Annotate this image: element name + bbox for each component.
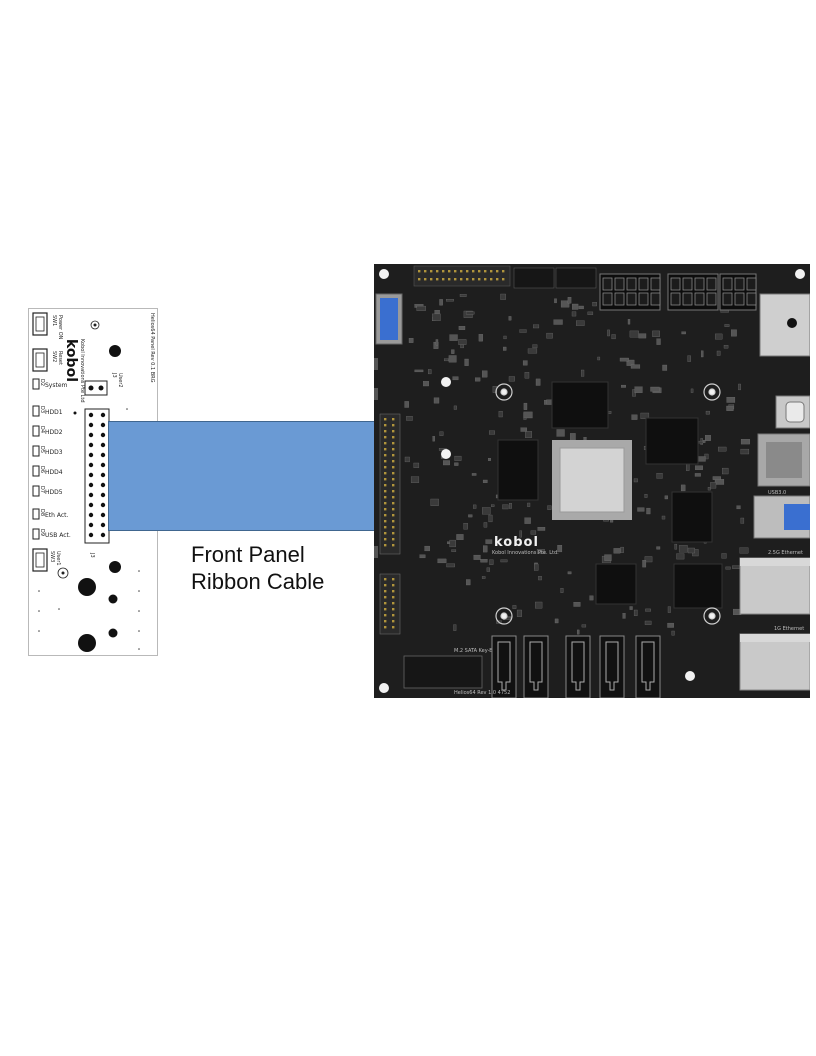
- usb3-port-right: USB3.0: [753, 490, 810, 539]
- main-board-company: Kobol Innovations Pte. Ltd.: [492, 550, 559, 556]
- sata-connectors: [491, 635, 661, 698]
- led-hdd2: D4 HDD2: [32, 425, 63, 437]
- led-hdd4: D6 HDD4: [32, 465, 63, 477]
- led-label-eth-act: Eth Act.: [45, 512, 69, 519]
- front-panel-artwork: SW1 Power ON SW2 Reset kobol Kobol Innov…: [32, 312, 155, 652]
- svg-text:D3: D3: [39, 406, 45, 413]
- soc-chip: [552, 440, 632, 520]
- mounting-hole: [109, 345, 121, 357]
- led-label-hdd2: HDD2: [45, 429, 63, 436]
- led-usb-act: D9 USB Act.: [32, 528, 71, 540]
- svg-text:1G Ethernet: 1G Ethernet: [774, 626, 804, 632]
- ethernet-2-5g-port: 2.5G Ethernet: [739, 550, 810, 615]
- dc-power-jack: [759, 293, 810, 357]
- cable-label-line-1: Front Panel: [191, 542, 305, 567]
- front-panel-header-connector: [379, 413, 401, 555]
- svg-text:D5: D5: [39, 446, 45, 453]
- mounting-hole: [90, 320, 100, 330]
- led-label-system: System: [45, 382, 68, 389]
- ribbon-cable-label: Front Panel Ribbon Cable: [191, 541, 381, 595]
- led-hdd3: D5 HDD3: [32, 445, 63, 457]
- reset-label: Reset: [57, 351, 63, 365]
- svg-text:User1: User1: [55, 551, 61, 566]
- top-pin-header: [413, 265, 511, 287]
- front-panel-revision: Helios64 Panel Rev 0.1 BRG: [149, 313, 155, 383]
- power-on-switch: [32, 312, 48, 336]
- led-label-usb-act: USB Act.: [45, 532, 71, 539]
- led-eth-act: D8 Eth Act.: [32, 508, 69, 520]
- usb3-port-top: [375, 293, 403, 345]
- mounting-hole: [441, 449, 451, 459]
- usb-c-port: [775, 395, 810, 429]
- cable-label-line-2: Ribbon Cable: [191, 569, 325, 594]
- mounting-hole: [441, 377, 451, 387]
- ethernet-1g-port: 1G Ethernet: [739, 626, 810, 691]
- front-panel-header: [84, 408, 110, 544]
- led-label-hdd5: HDD5: [45, 489, 63, 496]
- svg-text:D9: D9: [39, 529, 45, 536]
- user2-jumper: [84, 380, 108, 396]
- svg-text:2.5G Ethernet: 2.5G Ethernet: [768, 550, 803, 556]
- ram-chip: [497, 439, 539, 501]
- main-board-logo: kobol: [494, 535, 539, 550]
- svg-text:USB3.0: USB3.0: [768, 490, 786, 496]
- lower-left-header: [379, 573, 401, 635]
- main-board: USB3.0 2.5G Ethernet 1G Ethernet: [374, 264, 810, 698]
- user2-label: User2: [117, 373, 123, 388]
- svg-text:D2: D2: [39, 379, 45, 386]
- ram-chip: [645, 417, 699, 465]
- led-hdd5: D7 HDD5: [32, 485, 63, 497]
- power-connectors: [599, 273, 757, 311]
- svg-text:D8: D8: [39, 509, 45, 516]
- svg-text:M.2 SATA Key-B: M.2 SATA Key-B: [454, 648, 493, 654]
- ram-chip: [551, 381, 609, 429]
- ribbon-cable: [108, 421, 380, 531]
- sd-card-slot: [757, 433, 810, 487]
- mounting-hole: [379, 683, 389, 693]
- front-panel-logo: kobol: [63, 339, 79, 382]
- mounting-hole: [109, 561, 121, 573]
- reset-switch: [32, 348, 48, 372]
- svg-text:D7: D7: [39, 486, 45, 493]
- mounting-hole: [57, 567, 69, 579]
- mounting-hole: [685, 671, 695, 681]
- j3-label: J3: [111, 372, 117, 378]
- led-label-hdd4: HDD4: [45, 469, 63, 476]
- svg-text:SW3: SW3: [49, 551, 55, 562]
- mounting-hole: [795, 269, 805, 279]
- user1-switch: SW3 User1: [32, 548, 61, 572]
- mounting-hole: [379, 269, 389, 279]
- front-panel-company: Kobol Innovations Pte Ltd: [79, 339, 85, 403]
- sw2-label: SW2: [51, 351, 57, 362]
- mounting-hole: [78, 634, 96, 652]
- mounting-hole: [78, 578, 96, 596]
- main-board-revision: Helios64 Rev 1.0 4752: [454, 690, 510, 696]
- svg-text:J3: J3: [89, 552, 95, 558]
- power-on-label: Power ON: [57, 315, 63, 340]
- svg-text:D6: D6: [39, 466, 45, 473]
- svg-text:D4: D4: [39, 426, 45, 433]
- led-hdd1: D3 HDD1: [32, 405, 63, 417]
- led-system: D2 System: [32, 378, 68, 390]
- m2-slot: M.2 SATA Key-B: [403, 648, 493, 689]
- main-board-artwork: USB3.0 2.5G Ethernet 1G Ethernet: [374, 265, 810, 698]
- led-label-hdd1: HDD1: [45, 409, 63, 416]
- sw1-label: SW1: [51, 315, 57, 326]
- led-label-hdd3: HDD3: [45, 449, 63, 456]
